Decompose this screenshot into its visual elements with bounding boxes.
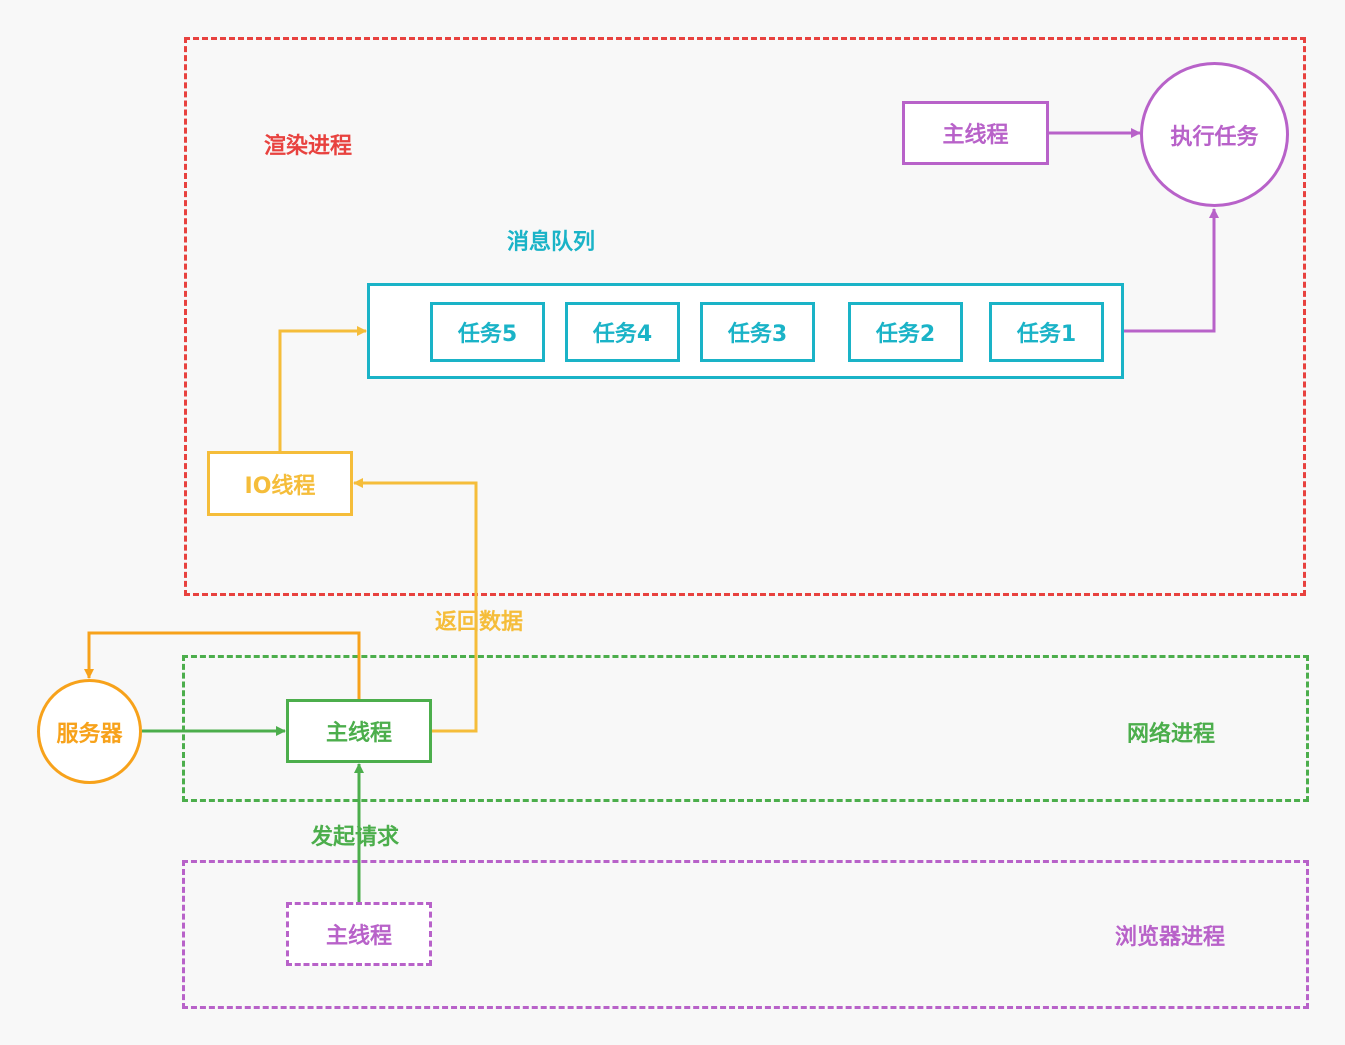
browser-process-label: 浏览器进程 [1115, 925, 1226, 950]
send-request-label: 发起请求 [311, 825, 400, 850]
message-queue-label: 消息队列 [507, 230, 596, 255]
arrow-io-to-queue [278, 326, 367, 451]
arrow-return-data [353, 478, 478, 733]
arrow-queue-to-execute [1124, 208, 1219, 333]
execute-task-circle: 执行任务 [1140, 62, 1289, 207]
network-process-label: 网络进程 [1127, 722, 1216, 747]
browser-main-thread-box: 主线程 [286, 902, 432, 966]
server-circle: 服务器 [37, 679, 142, 784]
task-box: 任务2 [848, 302, 963, 362]
task-box: 任务1 [989, 302, 1104, 362]
render-process-label: 渲染进程 [264, 134, 353, 159]
io-thread-box: IO线程 [207, 451, 353, 516]
render-main-thread-box: 主线程 [902, 101, 1049, 165]
render-process-region [184, 37, 1306, 596]
task-box: 任务4 [565, 302, 680, 362]
return-data-label: 返回数据 [435, 610, 524, 635]
task-box: 任务3 [700, 302, 815, 362]
arrow-network-to-server [84, 631, 361, 699]
network-process-region [182, 655, 1309, 802]
browser-process-region [182, 860, 1309, 1009]
network-main-thread-box: 主线程 [286, 699, 432, 763]
task-box: 任务5 [430, 302, 545, 362]
